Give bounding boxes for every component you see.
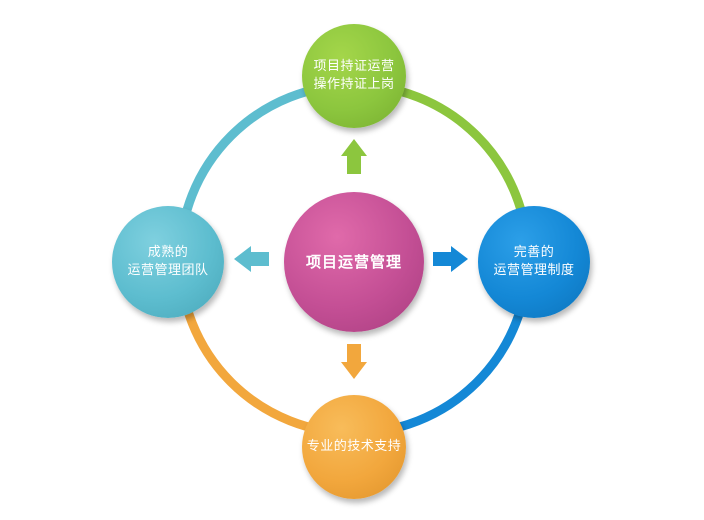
top-circle: 项目持证运营 操作持证上岗 [302,24,406,128]
arrow-right [433,246,468,272]
center-circle: 项目运营管理 [284,192,424,332]
bottom-circle: 专业的技术支持 [302,395,406,499]
left-circle: 成熟的 运营管理团队 [112,206,224,318]
center-label: 项目运营管理 [305,253,402,271]
right-label-line-2: 运营管理制度 [493,263,575,278]
top-label-line-1: 项目持证运营 [313,59,395,74]
arrow-left [234,246,269,272]
right-label-line-1: 完善的 [513,245,555,260]
arrow-up [341,139,367,174]
top-label-line-2: 操作持证上岗 [313,77,395,92]
left-label-line-2: 运营管理团队 [127,263,209,278]
arrow-down [341,344,367,379]
right-circle: 完善的 运营管理制度 [478,206,590,318]
bottom-label-line-1: 专业的技术支持 [306,439,402,454]
left-label-line-1: 成熟的 [147,245,189,260]
